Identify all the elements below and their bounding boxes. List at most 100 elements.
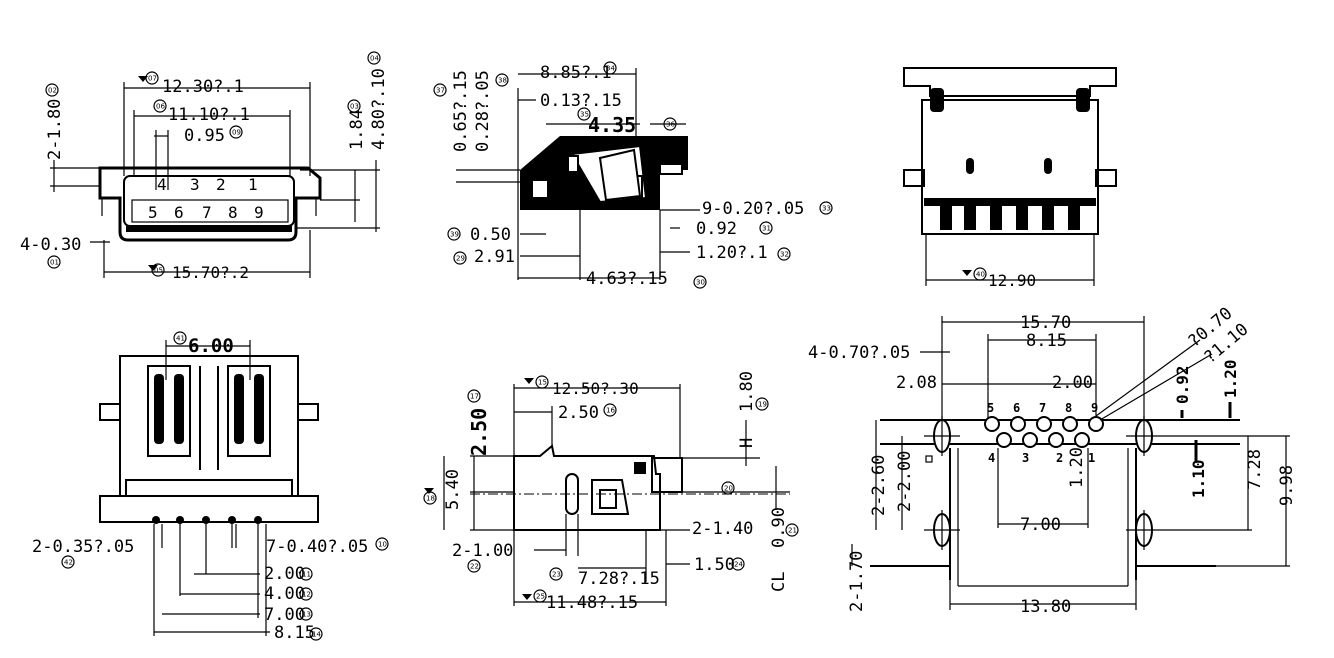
side2-dim-top: 12.50?.30 [552, 379, 639, 398]
front-dim-pitch: 0.95 [184, 126, 225, 146]
fp-dim-bot1: 7.00 [1020, 515, 1061, 535]
side-dim-mid: 4.35 [588, 113, 636, 137]
rear-dim-w: 12.90 [988, 271, 1036, 290]
fp-pin-9: 9 [1091, 401, 1098, 415]
side-dim-r2: 0.92 [696, 219, 737, 239]
svg-text:07: 07 [148, 75, 157, 83]
side2-dim-sub: 2.50 [558, 403, 599, 423]
front-pin-5: 5 [148, 203, 158, 222]
fp-dim-v5: 7.28 [1245, 449, 1265, 490]
fp-pin-6: 6 [1013, 401, 1020, 415]
front-pin-1: 1 [248, 175, 258, 194]
fp-pin-1: 1 [1088, 451, 1095, 465]
callouts: 07 06 09 02 03 04 05 01 34 35 36 37 38 3… [45, 51, 987, 641]
side2-dim-h: H [737, 438, 757, 448]
rear-body [921, 99, 1099, 235]
front-dim-w-inner: 11.10?.1 [168, 105, 250, 125]
svg-text:17: 17 [470, 393, 479, 401]
side2-view: 12.50?.30 2.50 2.50 5.40 H 1.80 2-1.40 0… [424, 371, 790, 613]
front-pin-8: 8 [228, 203, 238, 222]
svg-text:09: 09 [232, 129, 241, 137]
front-pin-3: 3 [190, 175, 200, 194]
rear-pins [940, 206, 1080, 230]
svg-text:30: 30 [696, 279, 705, 287]
front-dim-w-outer: 12.30?.1 [162, 77, 244, 97]
front-pin-6: 6 [174, 203, 184, 222]
bottom-dim-top: 6.00 [188, 335, 234, 357]
fp-dim-v1: 2-2.60 [869, 455, 889, 516]
fp-dim-r1: 0.92 [1173, 365, 1192, 404]
bottom-dim-d: 4.00 [264, 584, 305, 604]
svg-text:18: 18 [426, 495, 435, 503]
fp-pin-4: 4 [988, 451, 995, 465]
footprint-pads [984, 416, 1104, 448]
bottom-dim-a: 2-0.35?.05 [32, 537, 134, 557]
svg-text:02: 02 [48, 87, 57, 95]
side2-dim-hval: 1.80 [737, 371, 757, 412]
fp-dim-w: 15.70 [1020, 313, 1071, 333]
side-dim-r1: 9-0.20?.05 [702, 199, 804, 219]
svg-text:25: 25 [536, 593, 545, 601]
side-view: 8.85?.1 0.13?.15 4.35 0.65?.15 0.28?.05 … [451, 63, 804, 289]
footprint-view: 5 6 7 8 9 4 3 2 1 15.70 4-0.70?.05 8.15 … [808, 304, 1297, 617]
front-view: 4 3 2 1 5 6 7 8 9 12.30?.1 11.10?.1 0.95… [20, 68, 389, 282]
front-base [126, 226, 292, 232]
side-dim-top: 8.85?.1 [540, 63, 612, 83]
rear-view: 12.90 [903, 67, 1117, 290]
svg-text:22: 22 [470, 563, 479, 571]
svg-text:21: 21 [788, 527, 797, 535]
svg-text:11: 11 [302, 571, 311, 579]
side-dim-v1: 0.65?.15 [451, 70, 471, 152]
side-dim-l1: 0.50 [470, 225, 511, 245]
fp-dim-v4: 1.10 [1189, 459, 1208, 498]
svg-text:13: 13 [302, 611, 311, 619]
fp-pin-5: 5 [987, 401, 994, 415]
side-dim-l2: 2.91 [474, 247, 515, 267]
fp-dim-holes: 4-0.70?.05 [808, 343, 910, 363]
svg-text:41: 41 [176, 335, 185, 343]
fp-dim-bot2: 13.80 [1020, 597, 1071, 617]
svg-text:34: 34 [606, 65, 615, 73]
side2-dim-b3: 1.50 [694, 555, 735, 575]
svg-text:36: 36 [666, 121, 675, 129]
front-pin-7: 7 [202, 203, 212, 222]
bottom-dim-e: 7.00 [264, 605, 305, 625]
front-pin-9: 9 [254, 203, 264, 222]
side-dim-r3: 1.20?.1 [696, 243, 768, 263]
side2-dim-b4: 11.48?.15 [546, 593, 638, 613]
svg-text:04: 04 [370, 55, 379, 63]
svg-text:37: 37 [436, 87, 445, 95]
svg-text:31: 31 [762, 225, 771, 233]
svg-text:32: 32 [780, 251, 789, 259]
front-dim-h2: 4.80?.10 [369, 68, 389, 150]
side-latch [567, 155, 579, 173]
fp-pin-3: 3 [1022, 451, 1029, 465]
side2-body [513, 444, 661, 531]
side2-dim-left: 5.40 [443, 469, 463, 510]
svg-text:24: 24 [734, 561, 743, 569]
side2-dim-b2: 7.28?.15 [578, 569, 660, 589]
side-dim-gap: 0.13?.15 [540, 91, 622, 111]
svg-text:12: 12 [302, 591, 311, 599]
front-tongue [131, 199, 289, 223]
svg-text:33: 33 [822, 205, 831, 213]
svg-text:10: 10 [378, 541, 387, 549]
svg-text:29: 29 [456, 255, 465, 263]
front-dim-h1: 1.84 [347, 109, 367, 150]
fp-dim-p2: 2.00 [1052, 373, 1093, 393]
front-housing [98, 166, 322, 242]
fp-dim-p1: 2.08 [896, 373, 937, 393]
svg-text:20: 20 [724, 485, 733, 493]
front-pin-2: 2 [216, 175, 226, 194]
side-dim-v2: 0.28?.05 [473, 70, 493, 152]
svg-text:06: 06 [156, 103, 165, 111]
svg-text:19: 19 [758, 401, 767, 409]
side2-dim-b1: 2-1.00 [452, 541, 513, 561]
side-dim-bottom: 4.63?.15 [586, 269, 668, 289]
svg-text:14: 14 [312, 631, 321, 639]
fp-dim-pitch-tot: 8.15 [1026, 331, 1067, 351]
svg-text:15: 15 [538, 379, 547, 387]
fp-dim-left: 2-1.70 [847, 551, 867, 612]
footprint-holes [924, 416, 1162, 550]
